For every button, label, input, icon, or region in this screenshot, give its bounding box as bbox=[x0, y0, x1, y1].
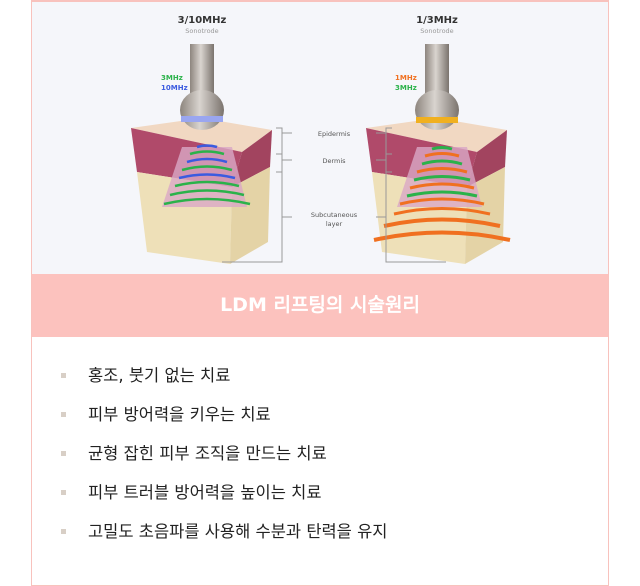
skin-block-right bbox=[366, 118, 507, 264]
label-dermis: Dermis bbox=[322, 157, 346, 165]
left-freq-2: 10MHz bbox=[161, 84, 188, 92]
left-probe-subtitle: Sonotrode bbox=[185, 27, 218, 35]
right-probe-subtitle: Sonotrode bbox=[420, 27, 453, 35]
label-epidermis: Epidermis bbox=[318, 130, 351, 138]
probe-right bbox=[415, 44, 459, 130]
list-item-text: 피부 트러블 방어력을 높이는 치료 bbox=[88, 483, 322, 502]
label-layer: layer bbox=[326, 220, 343, 228]
list-item: 피부 방어력을 키우는 치료 bbox=[32, 401, 608, 440]
list-item-text: 고밀도 초음파를 사용해 수분과 탄력을 유지 bbox=[88, 522, 388, 541]
right-freq-2: 3MHz bbox=[395, 84, 417, 92]
list-item: 피부 트러블 방어력을 높이는 치료 bbox=[32, 479, 608, 518]
ultrasound-illustration: 3/10MHz Sonotrode 1/3MHz Sonotrode Epide… bbox=[32, 2, 608, 274]
list-item: 홍조, 붓기 없는 치료 bbox=[32, 362, 608, 401]
benefit-list: 홍조, 붓기 없는 치료 피부 방어력을 키우는 치료 균형 잡힌 피부 조직을… bbox=[32, 362, 608, 557]
bullet-icon bbox=[61, 412, 66, 417]
list-item-text: 피부 방어력을 키우는 치료 bbox=[88, 405, 271, 424]
waves-right bbox=[373, 146, 511, 242]
layer-brackets bbox=[222, 127, 446, 263]
list-item: 균형 잡힌 피부 조직을 만드는 치료 bbox=[32, 440, 608, 479]
right-freq-1: 1MHz bbox=[395, 74, 417, 82]
left-probe-title: 3/10MHz bbox=[178, 15, 227, 26]
content-frame: 3/10MHz Sonotrode 1/3MHz Sonotrode Epide… bbox=[31, 0, 609, 586]
right-probe-title: 1/3MHz bbox=[416, 15, 458, 26]
bullet-icon bbox=[61, 373, 66, 378]
list-item-text: 홍조, 붓기 없는 치료 bbox=[88, 366, 231, 385]
diagram: 3/10MHz Sonotrode 1/3MHz Sonotrode Epide… bbox=[131, 15, 511, 264]
section-title: LDM 리프팅의 시술원리 bbox=[32, 274, 608, 337]
label-subcutaneous: Subcutaneous bbox=[311, 211, 358, 219]
bullet-icon bbox=[61, 490, 66, 495]
probe-left bbox=[180, 44, 224, 130]
waves-left bbox=[163, 144, 251, 206]
list-item-text: 균형 잡힌 피부 조직을 만드는 치료 bbox=[88, 444, 327, 463]
bullet-icon bbox=[61, 451, 66, 456]
bullet-icon bbox=[61, 529, 66, 534]
left-freq-1: 3MHz bbox=[161, 74, 183, 82]
list-item: 고밀도 초음파를 사용해 수분과 탄력을 유지 bbox=[32, 518, 608, 557]
